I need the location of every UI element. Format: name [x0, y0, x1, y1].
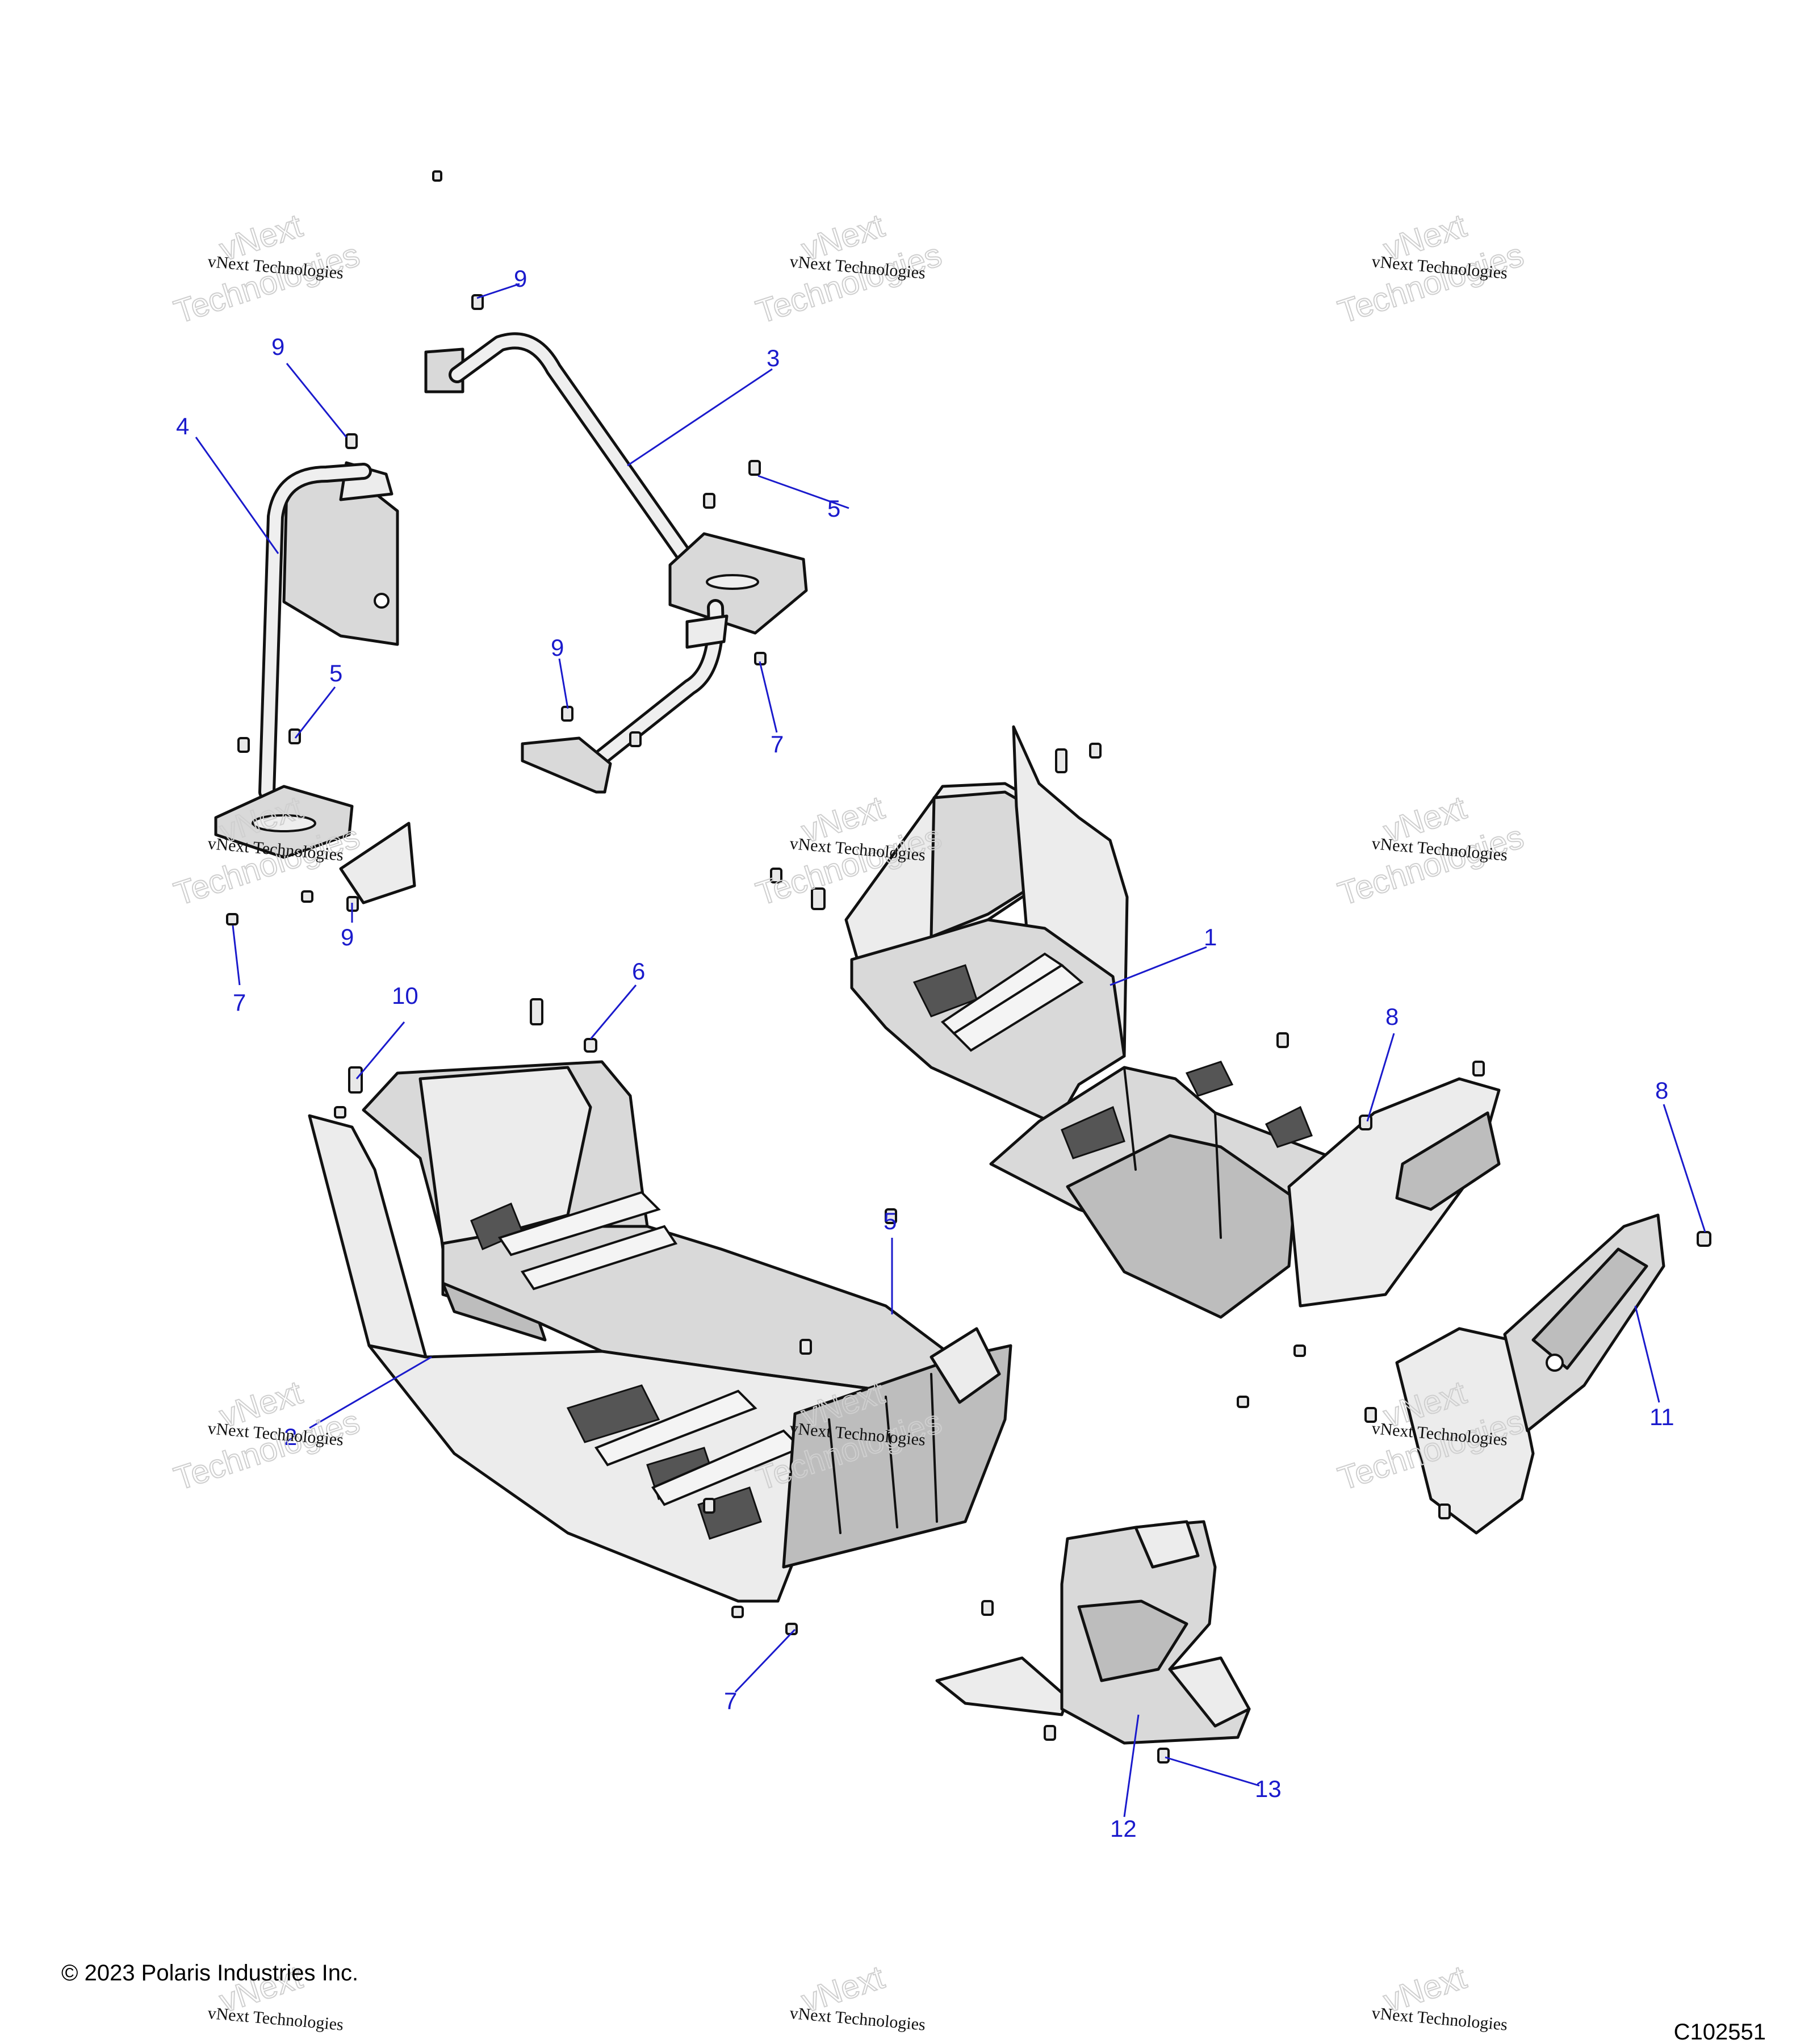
callout-4: 4 — [176, 413, 189, 439]
watermark: vNext Technologies vNext Technologies — [169, 207, 365, 332]
callout-8-center: 8 — [1385, 1003, 1399, 1030]
callout-9-mid: 9 — [551, 634, 564, 661]
callout-13: 13 — [1255, 1775, 1282, 1802]
callout-9-low: 9 — [341, 924, 354, 950]
part-12-center-panel — [935, 1520, 1251, 1745]
part-3-grab-bar — [424, 332, 808, 794]
watermark: vNext Technologies vNext Technologies — [1333, 207, 1529, 332]
callout-12: 12 — [1110, 1815, 1137, 1842]
callout-5-left: 5 — [329, 660, 342, 686]
part-1-step-ribs — [940, 952, 1084, 1052]
copyright-text: © 2023 Polaris Industries Inc. — [61, 1961, 358, 1986]
svg-text:vNext Technologies: vNext Technologies — [1371, 2004, 1508, 2034]
part-11-right-panel — [1395, 1213, 1665, 1535]
callout-5-center: 5 — [884, 1208, 897, 1234]
svg-text:vNext Technologies: vNext Technologies — [789, 2004, 926, 2034]
part-2-floor-front — [308, 1060, 1012, 1603]
callout-10: 10 — [392, 982, 418, 1009]
callout-11: 11 — [1649, 1404, 1674, 1430]
watermark: vNext Technologies vNext Technologies — [751, 207, 947, 332]
callout-6: 6 — [632, 958, 645, 985]
callout-leaders — [195, 283, 1706, 1817]
figure-id: C102551 — [1674, 2020, 1766, 2044]
watermark: vNext vNext Technologies — [1371, 1958, 1508, 2034]
svg-text:vNext Technologies: vNext Technologies — [207, 2004, 344, 2034]
callout-labels: 1 2 3 4 5 5 5 6 7 7 7 8 8 9 9 9 9 10 11 … — [176, 265, 1674, 1842]
part-1-floor-rear — [844, 725, 1501, 1319]
callout-9-left: 9 — [271, 333, 284, 360]
watermark: vNext vNext Technologies — [789, 1958, 926, 2034]
callout-7-left: 7 — [233, 989, 246, 1016]
callout-9-top: 9 — [514, 265, 527, 292]
part-2-rear-step-ribs — [594, 1389, 803, 1506]
callout-7-bottom: 7 — [724, 1687, 737, 1714]
callout-3: 3 — [767, 345, 780, 371]
part-4-left-handle — [214, 461, 416, 904]
callout-1: 1 — [1204, 924, 1217, 950]
callout-8-right: 8 — [1655, 1077, 1668, 1104]
watermark: vNext Technologies vNext Technologies — [1333, 789, 1529, 914]
callout-5-top: 5 — [827, 495, 840, 522]
hardware-fasteners — [226, 170, 1711, 1764]
part-2-step-ribs — [497, 1191, 678, 1291]
callout-2: 2 — [284, 1423, 297, 1450]
watermark: vNext Technologies vNext Technologies — [169, 1373, 365, 1498]
callout-7-top: 7 — [771, 731, 784, 757]
